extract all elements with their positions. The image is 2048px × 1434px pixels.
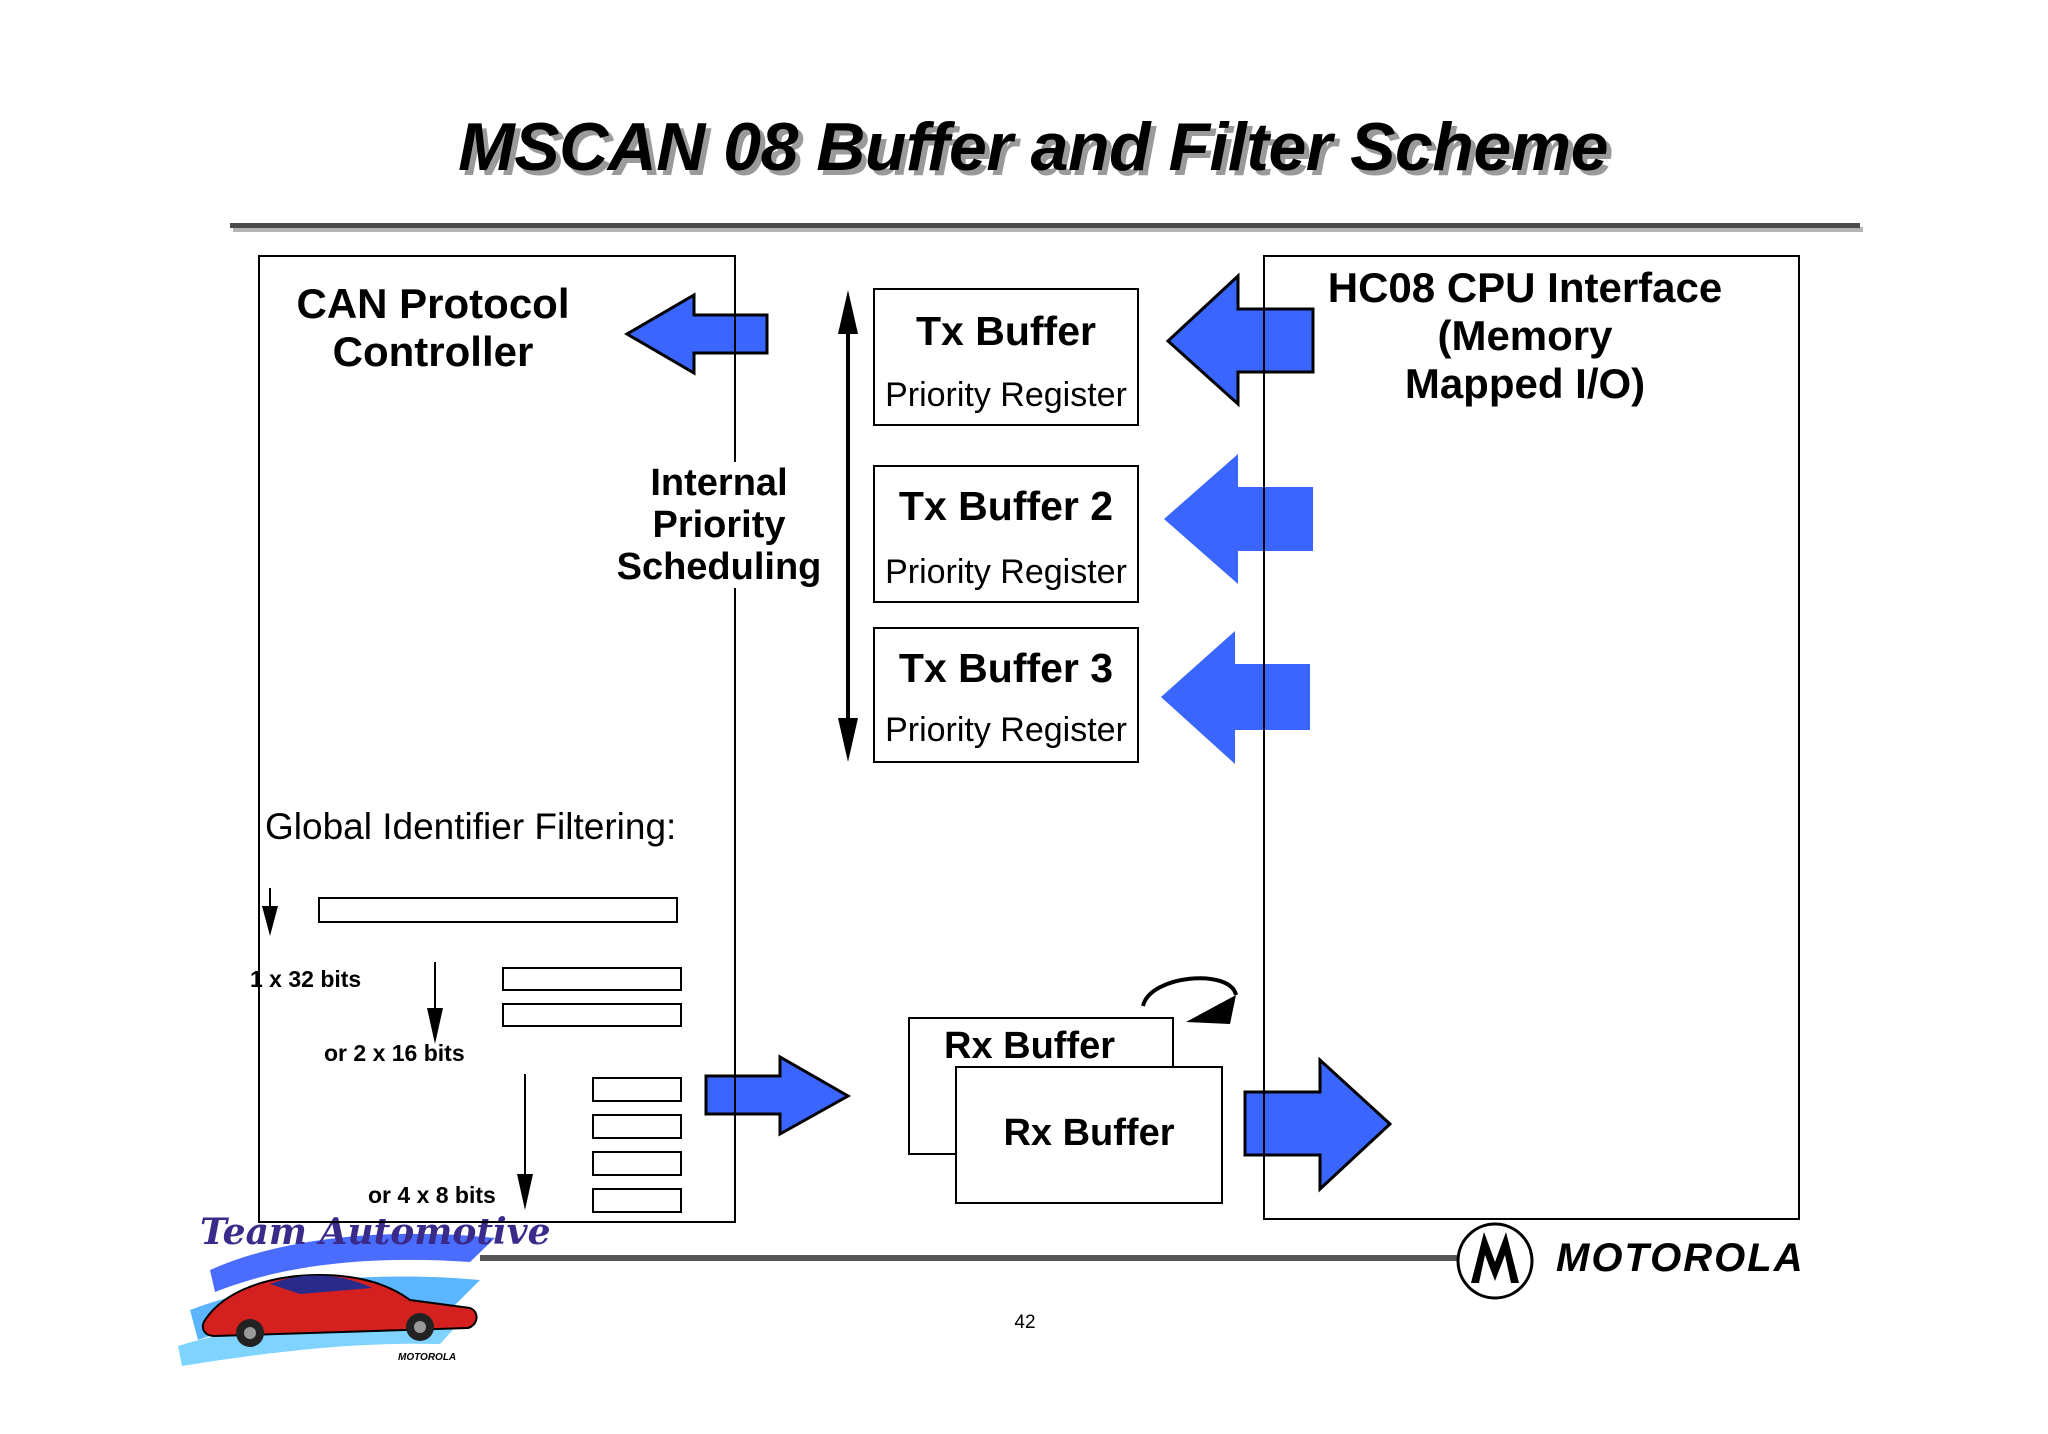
can-title-line1: CAN Protocol [296, 280, 570, 327]
tx-buffer-3: Tx Buffer 3 Priority Register [873, 627, 1139, 763]
sched-line2: Priority [652, 504, 786, 546]
rx-buffer-front: Rx Buffer [955, 1066, 1223, 1204]
cpu-title-line1: HC08 CPU Interface [1327, 264, 1723, 311]
filter-slot-16b [502, 1003, 682, 1027]
cpu-title-line2: (Memory [1437, 312, 1613, 359]
filter-slot-8d [592, 1188, 682, 1213]
tx-buffer-3-register: Priority Register [885, 711, 1127, 749]
cpu-to-tx3-arrow [1161, 631, 1310, 764]
motorola-wordmark: MOTOROLA [1556, 1236, 1805, 1280]
svg-text:MOTOROLA: MOTOROLA [398, 1352, 456, 1363]
filter-slot-8a [592, 1077, 682, 1102]
filter-mode-8: or 4 x 8 bits [368, 1182, 496, 1208]
title-rule [230, 223, 1860, 228]
cpu-interface-box [1263, 255, 1800, 1220]
rx-to-cpu-arrow [1243, 1056, 1393, 1193]
cpu-to-tx1-arrow [1165, 272, 1315, 408]
cpu-title-line3: Mapped I/O) [1404, 360, 1646, 407]
page-number: 42 [1014, 1312, 1036, 1333]
sched-line1: Internal [650, 462, 788, 504]
tx-buffer-1-name: Tx Buffer [916, 308, 1096, 354]
rx-buffer-back-name: Rx Buffer [944, 1025, 1116, 1067]
cpu-to-tx2-arrow [1164, 454, 1313, 584]
filter-mode-32: 1 x 32 bits [250, 966, 362, 992]
filter-slot-16a [502, 967, 682, 991]
filter-slot-8b [592, 1114, 682, 1139]
can-controller-box [258, 255, 736, 1223]
tx-buffer-2: Tx Buffer 2 Priority Register [873, 465, 1139, 603]
cpu-interface-title: HC08 CPU Interface (Memory Mapped I/O) [1310, 264, 1740, 408]
tx-buffer-1-register: Priority Register [885, 376, 1127, 414]
filter-to-rx-arrow [704, 1054, 852, 1137]
filter-slot-32 [318, 897, 678, 923]
slide-title: MSCAN 08 Buffer and Filter Scheme [458, 109, 1608, 185]
tx-buffer-3-name: Tx Buffer 3 [898, 645, 1114, 691]
priority-scheduling-label: Internal Priority Scheduling [606, 462, 832, 588]
tx-buffer-2-register: Priority Register [885, 553, 1127, 591]
filter-mode-16: or 2 x 16 bits [324, 1040, 465, 1066]
motorola-logo-icon [1456, 1222, 1534, 1300]
filter-slot-8c [592, 1151, 682, 1176]
tx-buffer-1: Tx Buffer Priority Register [873, 288, 1139, 426]
rx-buffer-front-name: Rx Buffer [1003, 1112, 1175, 1154]
filter-heading: Global Identifier Filtering: [265, 806, 677, 847]
tx-buffer-2-name: Tx Buffer 2 [898, 483, 1114, 529]
can-title-line2: Controller [332, 328, 534, 375]
can-controller-title: CAN Protocol Controller [268, 280, 598, 376]
sched-line3: Scheduling [616, 546, 822, 588]
team-automotive-logo-icon: Team Automotive MOTOROLA [178, 1211, 551, 1366]
to-can-arrow [624, 292, 769, 376]
